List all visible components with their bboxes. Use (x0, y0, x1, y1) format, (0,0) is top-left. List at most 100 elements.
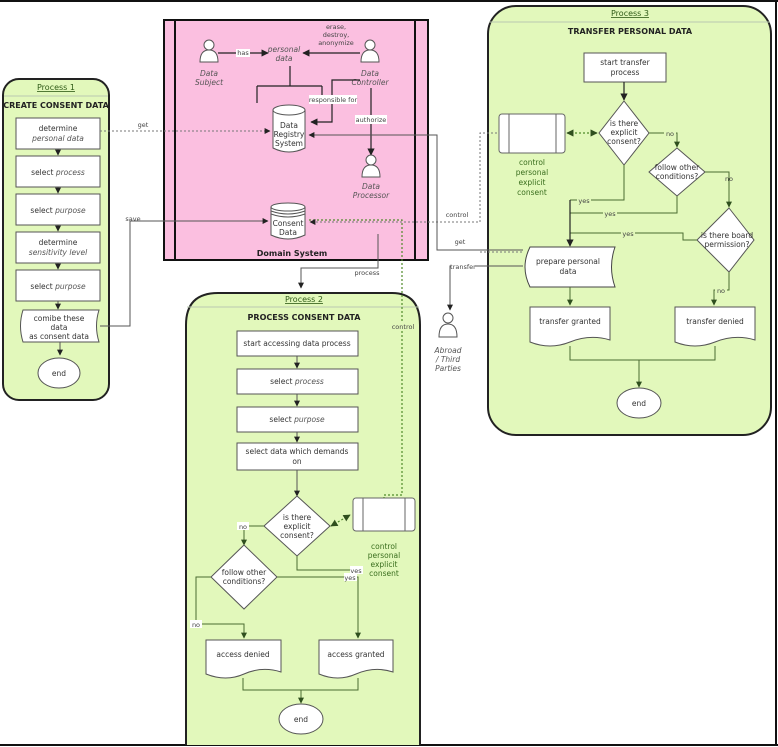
svg-text:select process: select process (270, 377, 324, 386)
start-transfer-step[interactable]: start transfer process (583, 52, 667, 83)
svg-text:control: control (446, 211, 469, 219)
svg-text:transfer denied: transfer denied (686, 317, 744, 326)
svg-text:select purpose: select purpose (30, 282, 86, 291)
svg-text:authorize: authorize (356, 116, 387, 124)
svg-text:yes: yes (344, 574, 356, 582)
svg-text:end: end (294, 715, 308, 724)
svg-text:Data: Data (280, 121, 298, 130)
svg-text:no: no (725, 175, 733, 183)
svg-text:yes: yes (604, 210, 616, 218)
svg-text:save: save (125, 215, 140, 223)
svg-text:Controller: Controller (351, 78, 389, 87)
svg-text:/ Third: / Third (435, 355, 460, 364)
process-2-end: end (278, 703, 324, 735)
svg-text:Data: Data (200, 69, 218, 78)
svg-text:is there: is there (283, 513, 312, 522)
svg-text:is there: is there (610, 119, 639, 128)
svg-text:Parties: Parties (435, 364, 461, 373)
process-1-step[interactable]: select purpose (15, 269, 101, 302)
svg-text:Data: Data (361, 69, 379, 78)
svg-text:personal: personal (368, 551, 400, 560)
svg-text:data: data (276, 54, 293, 63)
svg-text:consent?: consent? (607, 137, 641, 146)
svg-text:select data which demands: select data which demands (246, 447, 349, 456)
svg-text:no: no (239, 523, 247, 531)
process-2-lane: Process 2 PROCESS CONSENT DATA process s… (185, 219, 421, 745)
personal-data-label: personal (267, 45, 301, 54)
svg-text:Subject: Subject (195, 78, 224, 87)
svg-text:destroy,: destroy, (323, 31, 349, 39)
process-2-step[interactable]: select process (236, 368, 359, 395)
svg-text:data: data (560, 267, 577, 276)
data-registry-cylinder[interactable]: Data Registry System (272, 104, 306, 153)
svg-text:conditions?: conditions? (223, 577, 266, 586)
svg-text:explicit: explicit (284, 522, 311, 531)
process-2-title: PROCESS CONSENT DATA (248, 313, 362, 322)
svg-text:determine: determine (39, 238, 78, 247)
svg-text:System: System (275, 139, 303, 148)
svg-text:select purpose: select purpose (30, 206, 86, 215)
access-denied-output[interactable]: access denied (205, 639, 282, 679)
process-2-tag: Process 2 (285, 295, 323, 304)
svg-text:transfer granted: transfer granted (539, 317, 601, 326)
svg-text:erase,: erase, (326, 23, 346, 31)
svg-text:process: process (355, 269, 381, 277)
transfer-granted-output[interactable]: transfer granted (529, 306, 611, 347)
process-1-end: end (37, 357, 81, 389)
p3-get-edge (308, 132, 523, 251)
svg-text:prepare personal: prepare personal (536, 257, 600, 266)
p2-control-consent-box[interactable]: control personal explicit consent (352, 497, 416, 578)
access-granted-output[interactable]: access granted (318, 639, 394, 679)
svg-text:start transfer: start transfer (600, 58, 650, 67)
svg-text:consent: consent (517, 188, 547, 197)
process-3-title: TRANSFER PERSONAL DATA (568, 27, 693, 36)
process-1-step[interactable]: select purpose (15, 193, 101, 226)
third-party-actor: Abroad / Third Parties (434, 312, 462, 373)
svg-text:Processor: Processor (353, 191, 390, 200)
svg-text:yes: yes (578, 197, 590, 205)
svg-text:explicit: explicit (371, 560, 398, 569)
svg-text:personal data: personal data (31, 134, 84, 143)
svg-text:no: no (666, 130, 674, 138)
svg-text:process: process (611, 68, 640, 77)
svg-text:on: on (292, 457, 302, 466)
combine-consent-data-step[interactable]: comibe these data as consent data (20, 309, 100, 343)
svg-text:select purpose: select purpose (269, 415, 325, 424)
svg-text:get: get (455, 238, 466, 246)
domain-system: Domain System Data Subject personal data… (163, 19, 429, 261)
save-edge (100, 218, 269, 327)
domain-system-title: Domain System (257, 249, 327, 258)
svg-text:control: control (371, 542, 397, 551)
process-1-tag: Process 1 (37, 83, 75, 92)
p2-other-conditions-decision[interactable]: follow other conditions? (210, 544, 278, 610)
svg-text:is there board: is there board (701, 231, 753, 240)
person-icon (361, 154, 381, 178)
svg-text:explicit: explicit (611, 128, 638, 137)
svg-text:responsible for: responsible for (309, 96, 358, 104)
process-1-step[interactable]: select process (15, 155, 101, 188)
transfer-denied-output[interactable]: transfer denied (674, 306, 756, 347)
svg-text:as consent data: as consent data (29, 332, 89, 341)
svg-text:select process: select process (31, 168, 85, 177)
process-2-step[interactable]: start accessing data process (236, 330, 359, 357)
svg-text:anonymize: anonymize (318, 39, 354, 47)
svg-text:end: end (52, 369, 66, 378)
svg-text:Abroad: Abroad (434, 346, 462, 355)
svg-text:no: no (192, 621, 200, 629)
process-2-step[interactable]: select purpose (236, 406, 359, 433)
process-1-title: CREATE CONSENT DATA (3, 101, 109, 110)
svg-text:personal: personal (516, 168, 548, 177)
svg-text:control: control (392, 323, 415, 331)
consent-data-cylinder[interactable]: Consent Data (270, 202, 306, 240)
prepare-personal-data-step[interactable]: prepare personal data (524, 246, 616, 288)
svg-text:conditions?: conditions? (656, 172, 699, 181)
svg-text:get: get (138, 121, 149, 129)
person-icon (438, 312, 458, 338)
svg-text:has: has (237, 49, 249, 57)
svg-text:comibe these: comibe these (34, 314, 85, 323)
p3-control-consent-box[interactable]: control personal explicit consent (498, 113, 566, 197)
svg-text:control: control (519, 158, 545, 167)
